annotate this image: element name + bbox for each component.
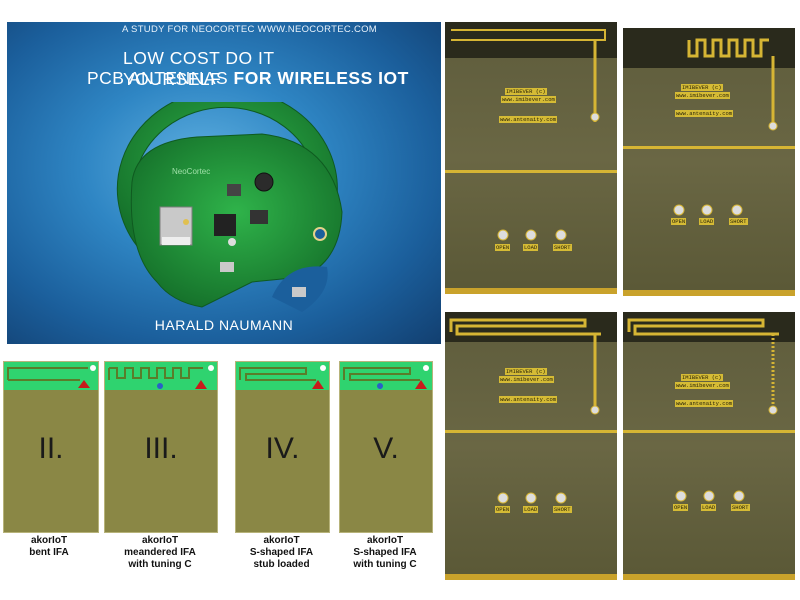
book-cover: A STUDY FOR NEOCORTEC WWW.NEOCORTEC.COM …	[7, 22, 441, 344]
cover-title-line2-bold: FOR WIRELESS IOT	[233, 68, 409, 88]
pcb-url-2: www.antenaity.com	[675, 400, 734, 407]
pcb-brand: IMIBEVER (c)	[505, 88, 547, 95]
pcb-photo-4: IMIBEVER (c) www.imibever.com www.antena…	[623, 312, 795, 580]
pcb-photo-1: IMIBEVER (c) www.imibever.com www.antena…	[445, 22, 617, 294]
pcb-illustration: NeoCortec	[116, 102, 343, 312]
pcb-port-short: SHORT	[729, 218, 748, 225]
antenna-trace	[108, 365, 214, 389]
cover-top-line: A STUDY FOR NEOCORTEC WWW.NEOCORTEC.COM	[122, 24, 378, 35]
pcb-port-load: LOAD	[523, 506, 539, 513]
caption-line: bent IFA	[29, 547, 69, 558]
board-s-shaped-tuning: V.	[339, 361, 433, 533]
board-caption-s-shaped-stub: akorIoT S-shaped IFA stub loaded	[235, 535, 328, 571]
caption-line: stub loaded	[253, 559, 310, 570]
cover-title-line2-normal: PCB ANTENNAS	[87, 68, 234, 88]
pcb-brand-text: NeoCortec	[172, 167, 210, 176]
caption-line: S-shaped IFA	[249, 547, 314, 558]
board-copper-area	[236, 362, 329, 390]
pcb-port-load: LOAD	[701, 504, 717, 511]
pcb-url-2: www.antenaity.com	[499, 116, 558, 123]
board-caption-s-shaped-tuning: akorIoT S-shaped IFA with tuning C	[339, 535, 431, 571]
antenna-trace	[7, 365, 96, 388]
pcb-port-open: OPEN	[495, 506, 511, 513]
pcb-url-1: www.imibever.com	[501, 96, 556, 103]
pcb-url-1: www.imibever.com	[675, 92, 730, 99]
pcb-port-open: OPEN	[673, 504, 689, 511]
pcb-port-short: SHORT	[731, 504, 750, 511]
caption-line: akorIoT	[141, 535, 179, 546]
board-caption-meandered-ifa: akorIoT meandered IFA with tuning C	[104, 535, 216, 571]
board-bent-ifa: II.	[3, 361, 99, 533]
pcb-traces	[445, 318, 617, 580]
antenna-trace	[343, 365, 429, 389]
board-copper-area	[340, 362, 432, 390]
board-number: V.	[373, 432, 399, 465]
pcb-url-1: www.imibever.com	[499, 376, 554, 383]
board-meandered-ifa: III.	[104, 361, 218, 533]
pcb-traces	[623, 318, 795, 580]
board-number: IV.	[265, 432, 300, 465]
pcb-port-open: OPEN	[671, 218, 687, 225]
cover-title-line1: LOW COST DO IT YOURSELF	[123, 48, 275, 89]
caption-line: S-shaped IFA	[353, 547, 417, 558]
caption-line: with tuning C	[128, 559, 192, 570]
caption-line: akorIoT	[263, 535, 300, 546]
caption-line: akorIoT	[30, 535, 68, 546]
pcb-url-1: www.imibever.com	[675, 382, 730, 389]
pcb-port-open: OPEN	[495, 244, 511, 251]
board-number: III.	[144, 432, 178, 465]
pcb-traces	[445, 29, 617, 294]
board-s-shaped-stub: IV.	[235, 361, 330, 533]
caption-line: meandered IFA	[124, 547, 196, 558]
pcb-port-load: LOAD	[699, 218, 715, 225]
caption-line: with tuning C	[353, 559, 417, 570]
caption-line: akorIoT	[366, 535, 404, 546]
antenna-trace	[239, 365, 326, 389]
pcb-photo-3: IMIBEVER (c) www.imibever.com www.antena…	[445, 312, 617, 580]
pcb-port-load: LOAD	[523, 244, 539, 251]
pcb-photo-2: IMIBEVER (c) www.imibever.com www.antena…	[623, 28, 795, 296]
cover-author: HARALD NAUMANN	[154, 317, 294, 333]
pcb-url-2: www.antenaity.com	[499, 396, 558, 403]
pcb-port-short: SHORT	[553, 506, 572, 513]
cover-title-line2: PCB ANTENNAS FOR WIRELESS IOT	[87, 68, 409, 89]
pcb-traces	[623, 38, 795, 296]
pcb-port-short: SHORT	[553, 244, 572, 251]
board-caption-bent-ifa: akorIoT bent IFA	[5, 535, 93, 559]
pcb-url-2: www.antenaity.com	[675, 110, 734, 117]
pcb-brand: IMIBEVER (c)	[681, 374, 723, 381]
pcb-brand: IMIBEVER (c)	[681, 84, 723, 91]
board-number: II.	[38, 432, 64, 465]
pcb-brand: IMIBEVER (c)	[505, 368, 547, 375]
antenna-area	[623, 28, 795, 68]
